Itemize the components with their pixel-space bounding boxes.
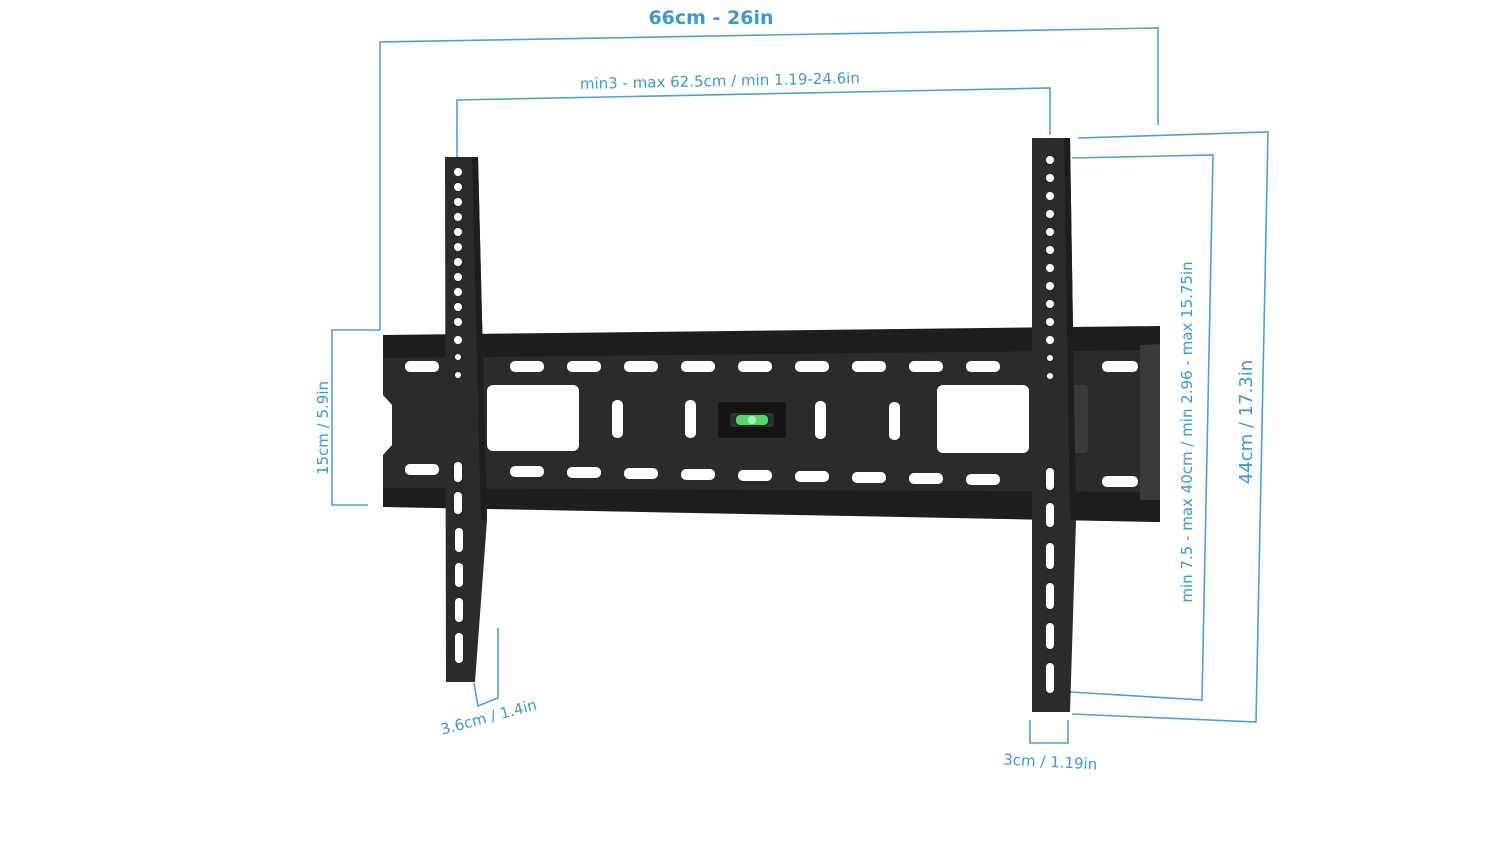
arm-travel-line: [1069, 154, 1214, 701]
total-height-line: [1071, 131, 1269, 723]
arm-travel-label: min 7.5 - max 40cm / min 2.96 - max 15.7…: [1178, 261, 1196, 602]
arm-width-label: 3cm / 1.19in: [1003, 751, 1098, 774]
plate-height-line: [331, 329, 380, 506]
right-cutout: [937, 385, 1029, 453]
arm-spacing-label: min3 - max 62.5cm / min 1.19-24.6in: [580, 69, 860, 93]
left-cutout: [487, 385, 579, 451]
left-arm: [445, 157, 487, 682]
bubble-level-icon: [718, 402, 786, 438]
total-width-line: [379, 27, 1159, 330]
depth-line: [473, 628, 499, 708]
plate-height-label: 15cm / 5.9in: [314, 381, 332, 475]
arm-spacing-line: [456, 87, 1051, 158]
dimension-lines: [331, 27, 1269, 744]
bottom-slot-row: [405, 464, 1138, 487]
total-width-label: 66cm - 26in: [648, 7, 773, 29]
right-arm: [1032, 138, 1076, 712]
top-slot-row: [405, 361, 1138, 372]
total-height-label: 44cm / 17.3in: [1236, 360, 1257, 484]
arm-width-line: [1029, 720, 1069, 744]
wall-plate: [383, 326, 1160, 522]
